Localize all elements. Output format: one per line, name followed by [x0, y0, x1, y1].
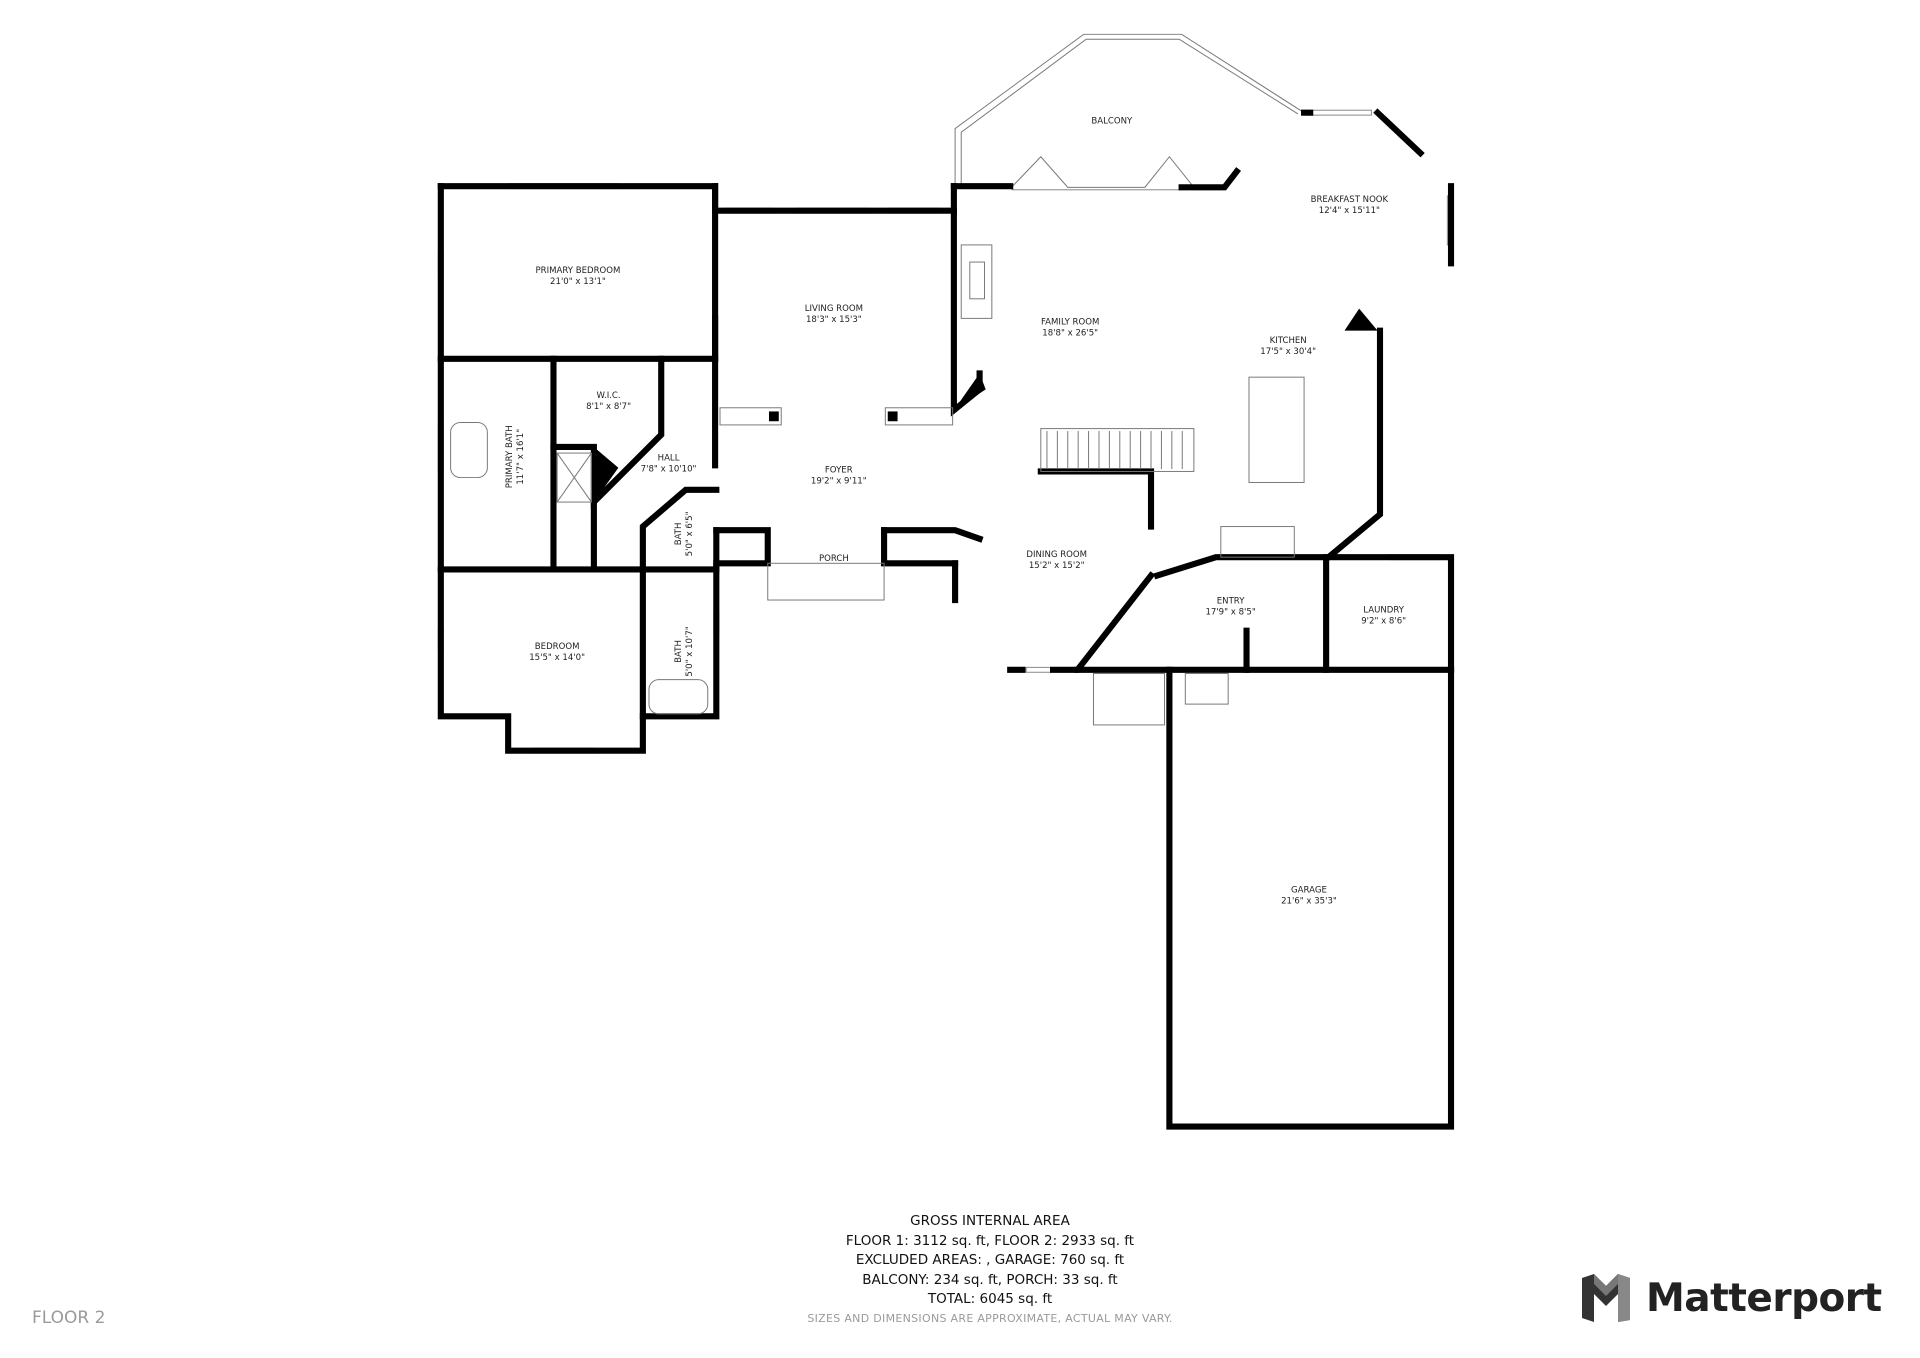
- room-primary-bath-dims: 11'7" x 16'1": [516, 429, 526, 485]
- room-laundry-dims: 9'2" x 8'6": [1361, 616, 1406, 626]
- room-bath-2: BATH: [674, 640, 684, 663]
- room-breakfast-nook-dims: 12'4" x 15'11": [1319, 206, 1380, 216]
- room-hall: HALL: [658, 453, 680, 463]
- balcony-railing-inner: [960, 38, 1299, 188]
- room-living-room: LIVING ROOM: [805, 304, 863, 314]
- room-dining-room-dims: 15'2" x 15'2": [1029, 561, 1085, 571]
- room-family-room: FAMILY ROOM: [1041, 318, 1099, 328]
- room-bedroom: BEDROOM: [535, 642, 580, 652]
- windows: [437, 109, 1454, 754]
- fixtures: [450, 244, 1305, 726]
- room-wic: W.I.C.: [596, 391, 620, 401]
- room-laundry: LAUNDRY: [1363, 605, 1404, 615]
- room-wic-dims: 8'1" x 8'7": [586, 402, 631, 412]
- room-primary-bedroom-dims: 21'0" x 13'1": [550, 277, 606, 287]
- balcony-railing: [954, 33, 1305, 188]
- area-floors: FLOOR 1: 3112 sq. ft, FLOOR 2: 2933 sq. …: [845, 1232, 1135, 1249]
- area-balcony-porch: BALCONY: 234 sq. ft, PORCH: 33 sq. ft: [862, 1271, 1118, 1288]
- matterport-logo: Matterport: [1580, 1272, 1882, 1324]
- balcony-doors: [1011, 155, 1195, 188]
- room-bath-2-dims: 5'0" x 10'7": [685, 626, 695, 676]
- room-primary-bath: PRIMARY BATH: [505, 425, 515, 488]
- matterport-logo-icon: [1582, 1274, 1630, 1322]
- room-kitchen-dims: 17'5" x 30'4": [1260, 347, 1316, 357]
- room-entry: ENTRY: [1217, 597, 1245, 607]
- area-summary: GROSS INTERNAL AREA FLOOR 1: 3112 sq. ft…: [660, 1212, 1320, 1310]
- area-title: GROSS INTERNAL AREA: [910, 1213, 1070, 1229]
- room-garage-dims: 21'6" x 35'3": [1281, 897, 1337, 907]
- room-living-room-dims: 18'3" x 15'3": [806, 315, 862, 325]
- disclaimer: SIZES AND DIMENSIONS ARE APPROXIMATE, AC…: [807, 1312, 1173, 1325]
- walls: [437, 108, 1455, 1130]
- room-dining-room: DINING ROOM: [1026, 550, 1087, 560]
- room-primary-bedroom: PRIMARY BEDROOM: [535, 266, 620, 276]
- room-bedroom-dims: 15'5" x 14'0": [529, 653, 585, 663]
- room-kitchen: KITCHEN: [1270, 336, 1307, 346]
- area-excluded: EXCLUDED AREAS: , GARAGE: 760 sq. ft: [855, 1252, 1125, 1268]
- room-bath-1: BATH: [674, 523, 684, 546]
- room-balcony: BALCONY: [1091, 117, 1133, 127]
- brand-name: Matterport: [1646, 1275, 1882, 1321]
- room-breakfast-nook: BREAKFAST NOOK: [1311, 195, 1389, 205]
- room-family-room-dims: 18'8" x 26'5": [1042, 329, 1098, 339]
- room-porch: PORCH: [819, 554, 849, 564]
- room-foyer: FOYER: [825, 466, 853, 476]
- room-labels: PRIMARY BEDROOM 21'0" x 13'1" LIVING ROO…: [505, 117, 1406, 907]
- room-foyer-dims: 19'2" x 9'11": [811, 477, 867, 487]
- floor-label: FLOOR 2: [32, 1308, 106, 1328]
- room-entry-dims: 17'9" x 8'5": [1205, 608, 1255, 618]
- room-bath-1-dims: 5'0" x 6'5": [685, 511, 695, 556]
- room-hall-dims: 7'8" x 10'10": [641, 464, 697, 474]
- room-garage: GARAGE: [1291, 886, 1327, 896]
- area-total: TOTAL: 6045 sq. ft: [927, 1291, 1053, 1307]
